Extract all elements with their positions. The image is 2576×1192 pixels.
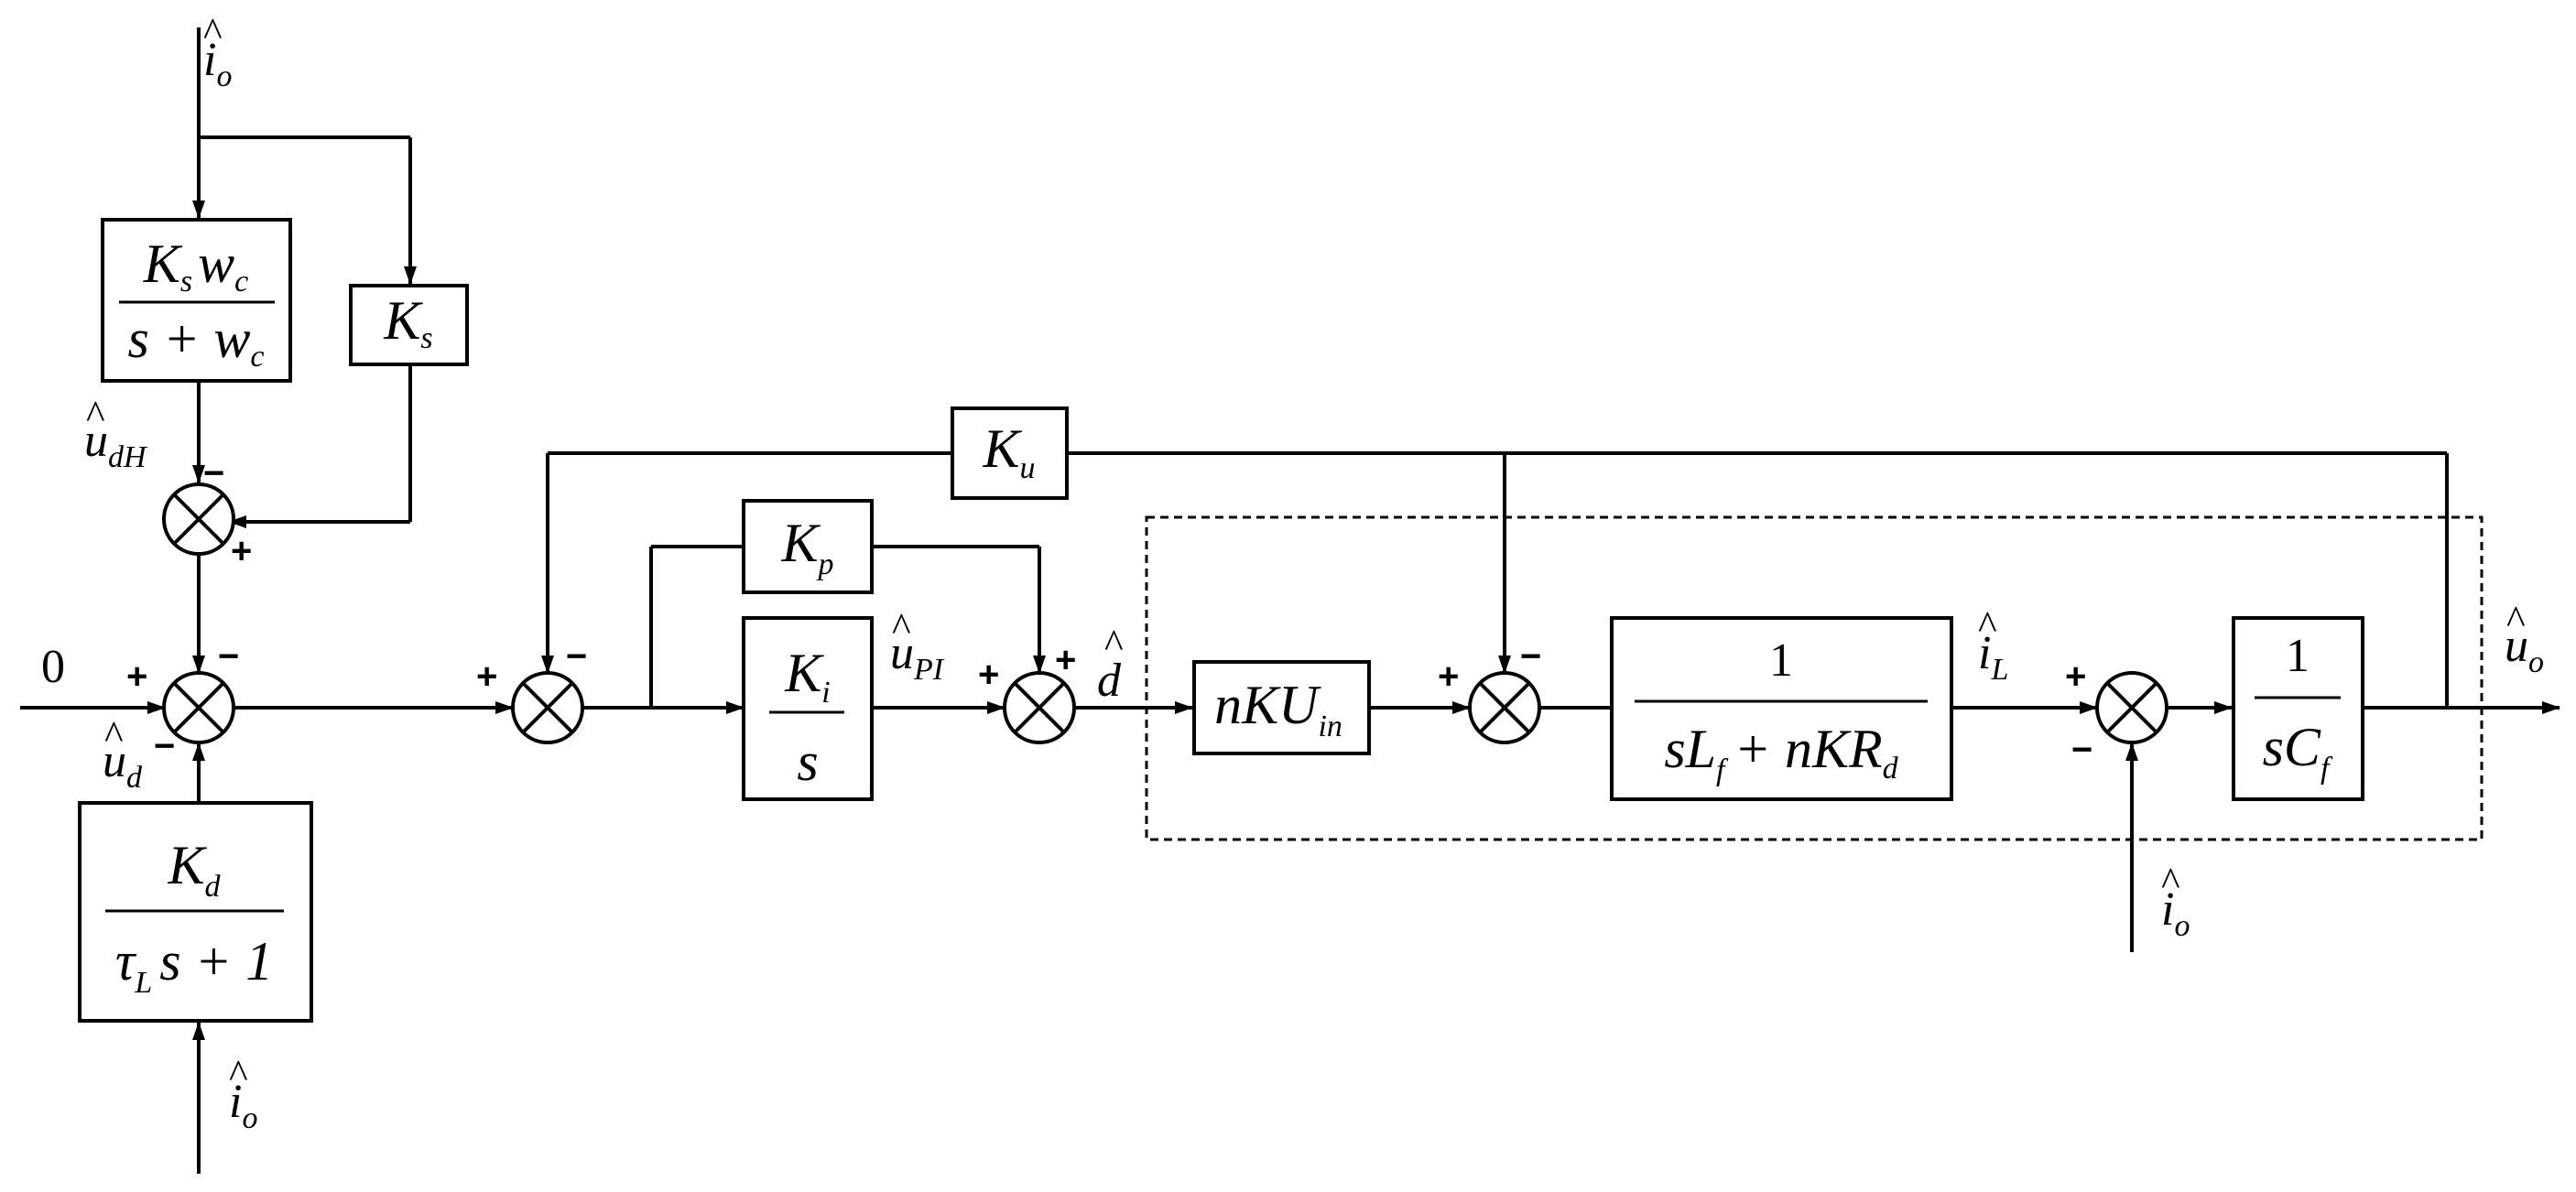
ud-hat: ^ [104, 713, 124, 758]
io-hat-bottom: ^ [229, 1052, 248, 1097]
plant-boundary [1145, 515, 2484, 841]
plant-denominator: sLf+ nKRd [1664, 719, 1898, 787]
uPI-label: uPI [890, 627, 945, 687]
kd-numerator: Kd [167, 835, 221, 904]
iL-label: iL [1978, 627, 2008, 687]
uPI-hat: ^ [892, 605, 911, 650]
block-ks [349, 284, 469, 366]
sum-junction-3 [511, 671, 584, 744]
ks-wc-denominator: s + wc [128, 309, 265, 374]
sign-sum6-plus: + [2065, 656, 2086, 697]
io-label-right: io [2161, 883, 2190, 943]
ks-label: Ks [383, 290, 432, 355]
block-ku [951, 406, 1069, 500]
sign-sum4-plus-left: + [978, 655, 999, 695]
sign-sum2-minus-bottom: − [154, 726, 175, 766]
block-plant [1610, 616, 1953, 801]
sign-sum2-plus: + [126, 656, 147, 697]
block-ki [742, 616, 874, 801]
block-nkuin [1192, 660, 1371, 755]
sign-sum3-plus: + [476, 656, 497, 697]
udH-label: udH [84, 415, 148, 474]
sign-sum1-plus: + [231, 531, 252, 571]
ud-label: ud [103, 735, 143, 795]
sign-sum2-minus-top: − [218, 636, 239, 677]
sign-sum1-minus: − [203, 453, 224, 493]
iL-hat: ^ [1978, 603, 1997, 648]
uo-hat: ^ [2506, 598, 2526, 643]
d-label: d [1097, 655, 1122, 707]
io-hat-top: ^ [203, 10, 223, 55]
sign-sum4-plus-top: + [1055, 640, 1076, 680]
udH-hat: ^ [86, 393, 105, 438]
sign-sum5-minus: − [1520, 636, 1541, 677]
kp-label: Kp [780, 513, 833, 581]
cap-numerator: 1 [2286, 630, 2310, 682]
sign-sum5-plus: + [1438, 656, 1459, 697]
ki-denominator: s [797, 731, 818, 792]
d-hat: ^ [1104, 622, 1124, 666]
sign-sum3-minus: − [566, 636, 587, 677]
block-kp [742, 499, 874, 594]
io-label-bottom: io [229, 1076, 257, 1135]
sign-sum6-minus: − [2071, 730, 2092, 770]
sum-junction-2 [162, 671, 235, 744]
block-ks-wc-filter [101, 218, 292, 383]
zero-label: 0 [41, 641, 65, 693]
ki-numerator: Ki [784, 643, 830, 710]
io-label-top: io [203, 34, 232, 93]
io-hat-right: ^ [2161, 860, 2180, 905]
sum-junction-4 [1003, 671, 1076, 744]
sum-junction-1 [162, 482, 235, 556]
plant-numerator: 1 [1769, 634, 1793, 687]
sum-junction-6 [2095, 671, 2168, 744]
uo-label: uo [2505, 620, 2544, 679]
nkuin-label: nKUin [1214, 675, 1342, 743]
ku-label: Ku [982, 418, 1035, 485]
sum-junction-5 [1468, 671, 1541, 744]
block-cap [2232, 616, 2364, 801]
